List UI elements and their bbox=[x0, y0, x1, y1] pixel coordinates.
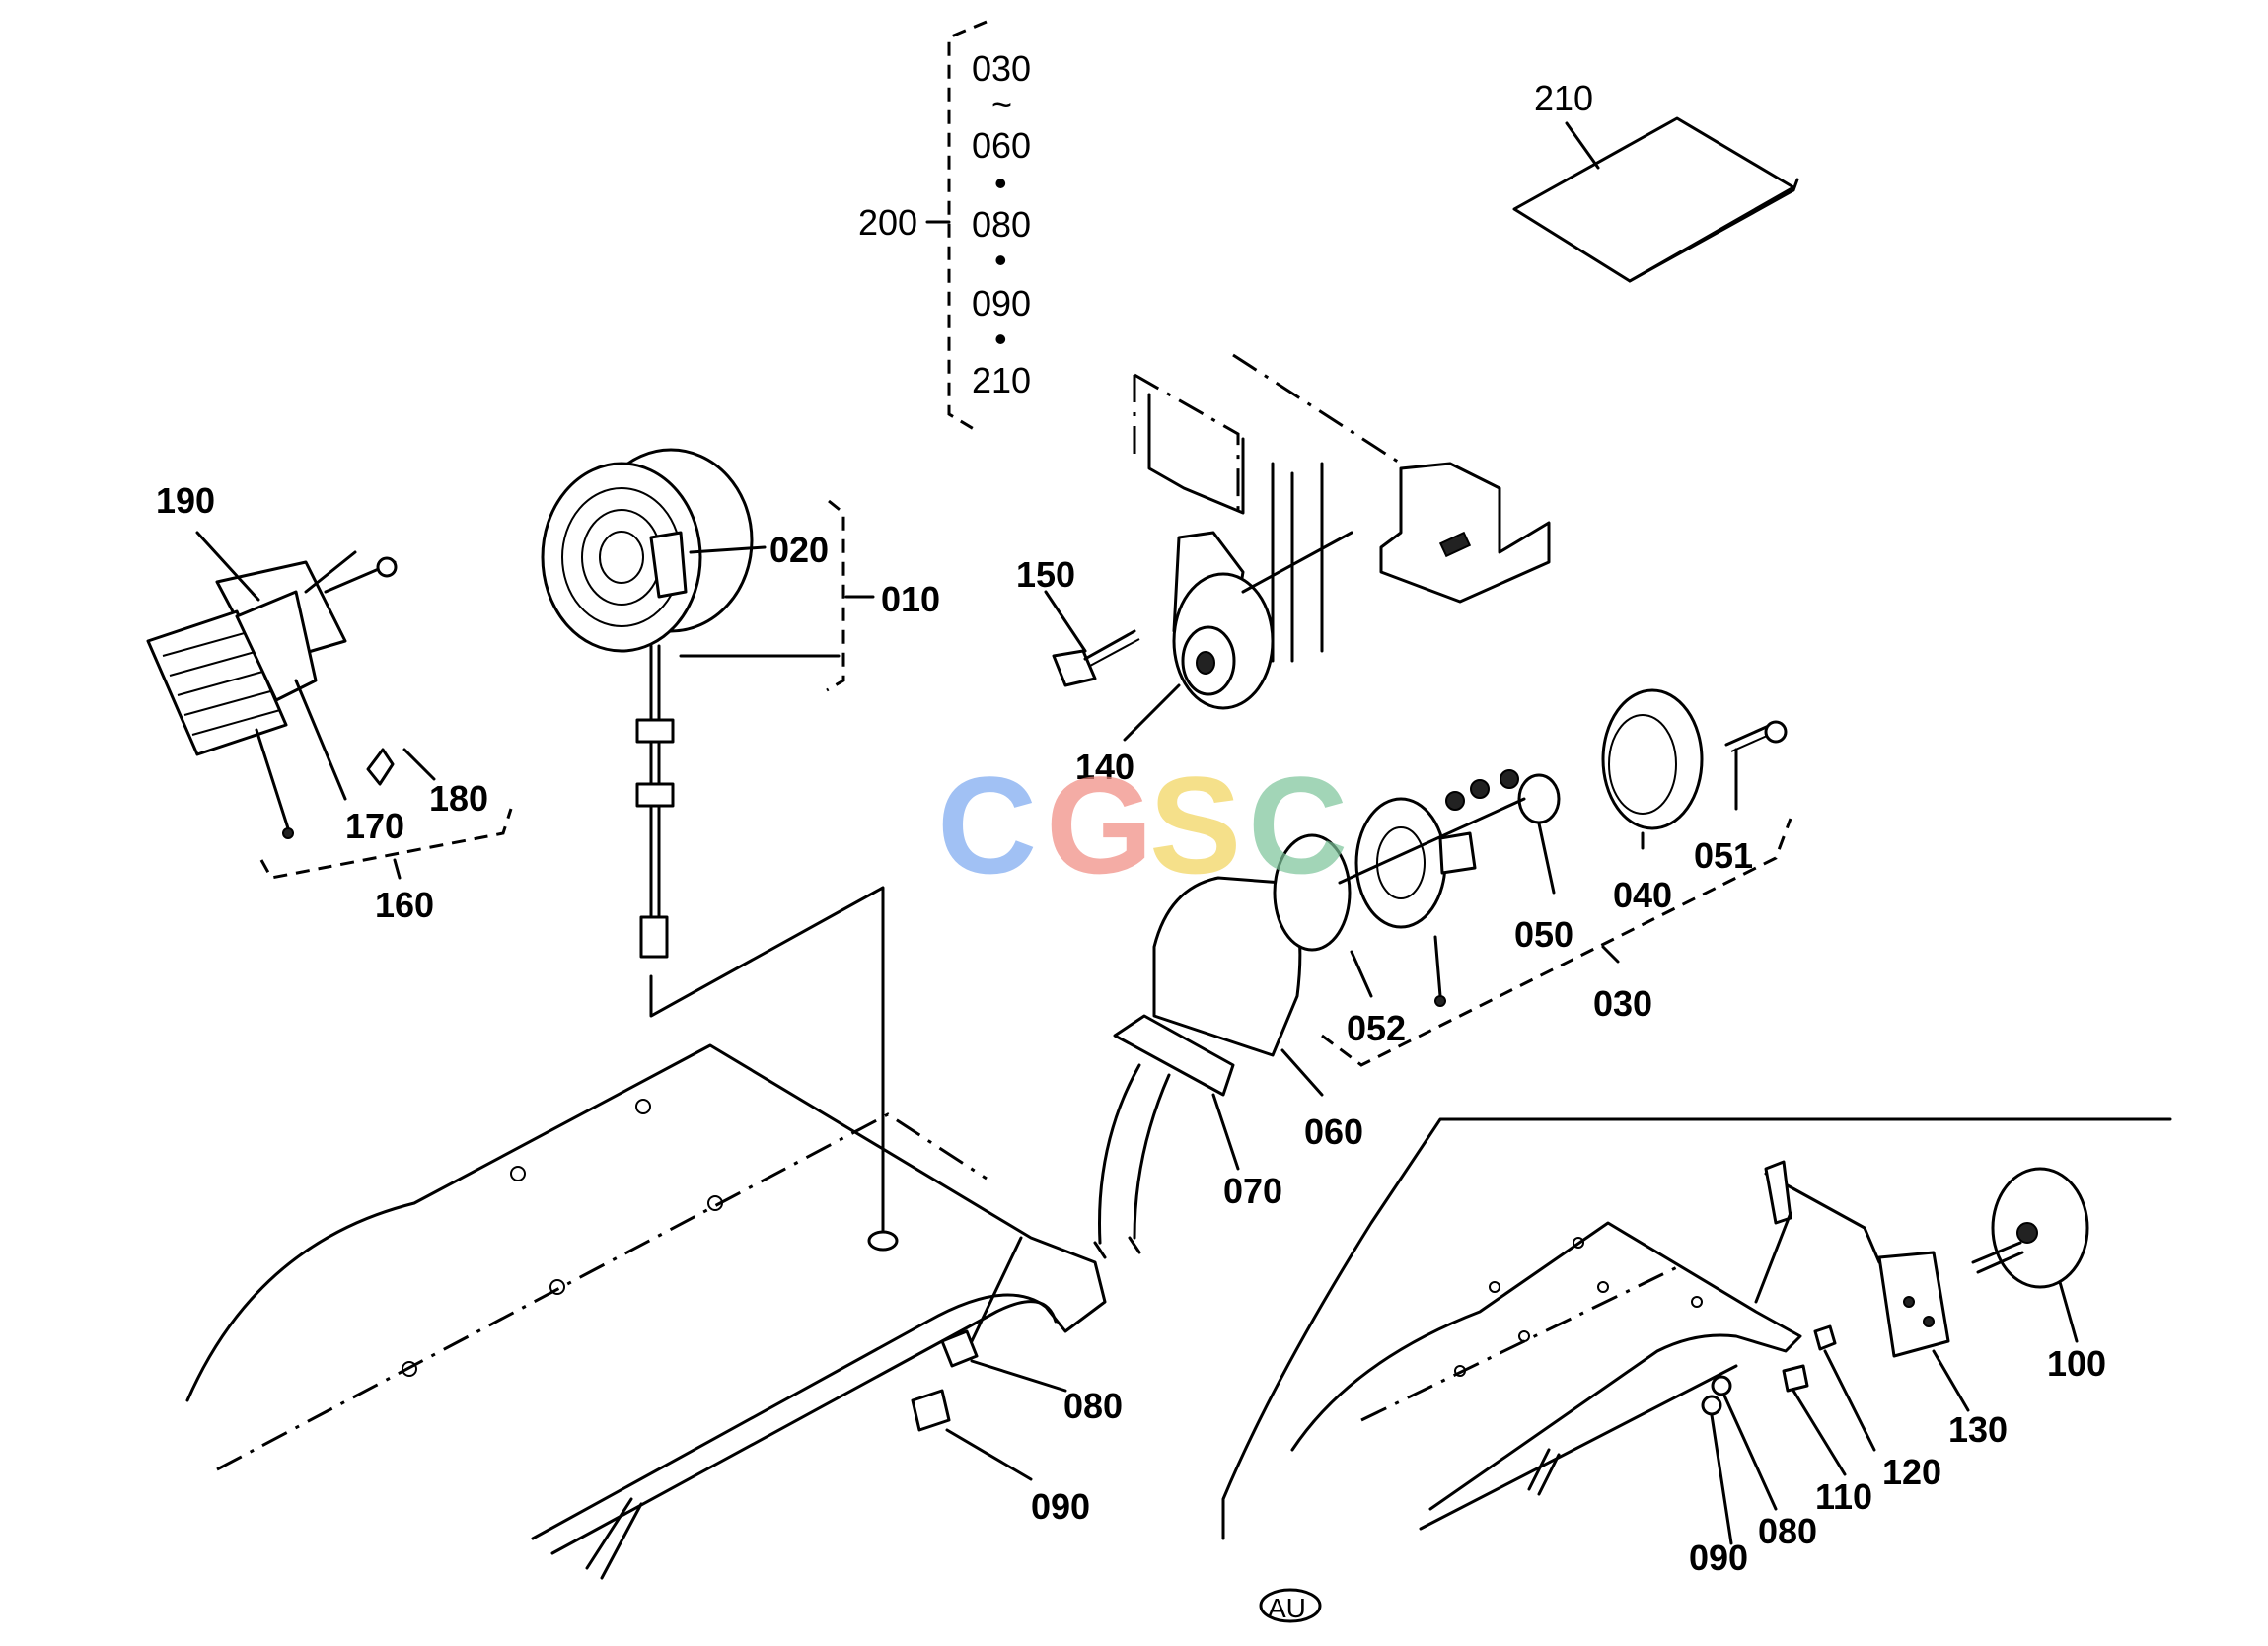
kit-member-label: 090 bbox=[972, 283, 1031, 323]
callout-080: 080 bbox=[1758, 1511, 1817, 1551]
callout-060: 060 bbox=[1304, 1111, 1363, 1152]
callout-052: 052 bbox=[1347, 1008, 1406, 1048]
callout-090: 090 bbox=[1031, 1486, 1090, 1527]
kit-member-label: 060 bbox=[972, 125, 1031, 166]
watermark-letter: S bbox=[1149, 748, 1241, 902]
watermark-letter: G bbox=[1046, 748, 1153, 902]
watermark-letter: C bbox=[1248, 748, 1348, 902]
part-070-plate: 070 bbox=[1093, 1014, 1282, 1259]
kit-separator: • bbox=[994, 240, 1007, 280]
callout-010: 010 bbox=[881, 579, 940, 619]
watermark-logo: C G S C bbox=[937, 748, 1348, 902]
watermark-letter: C bbox=[937, 748, 1037, 902]
callout-040: 040 bbox=[1613, 875, 1672, 915]
kit-group-label: 200 bbox=[858, 202, 917, 243]
callout-130: 130 bbox=[1948, 1409, 2008, 1450]
callout-050: 050 bbox=[1514, 914, 1573, 955]
fender-main: 080 090 bbox=[185, 1043, 1123, 1580]
part-160-lamp-assembly: 190 170 180 160 bbox=[146, 480, 513, 925]
callout-030: 030 bbox=[1593, 983, 1652, 1024]
callout-140: 140 bbox=[1075, 747, 1134, 787]
inset-au-variant: 100 130 120 110 080 090 AU bbox=[1221, 1117, 2172, 1623]
kit-member-label: 030 bbox=[972, 48, 1031, 89]
part-010-work-lamp: 020 010 bbox=[541, 448, 940, 1252]
callout-180: 180 bbox=[429, 778, 488, 819]
callout-070: 070 bbox=[1223, 1171, 1282, 1211]
callout-160: 160 bbox=[375, 885, 434, 925]
kit-member-label: 210 bbox=[972, 360, 1031, 400]
callout-170: 170 bbox=[345, 806, 404, 846]
callout-080: 080 bbox=[1063, 1386, 1123, 1426]
part-140-horn: 150 140 bbox=[1016, 353, 1551, 787]
callout-150: 150 bbox=[1016, 554, 1075, 595]
kit-separator: • bbox=[994, 319, 1007, 359]
callout-190: 190 bbox=[156, 480, 215, 521]
kit-range-mark: ~ bbox=[991, 84, 1012, 124]
part-030-rear-lamp: 052 050 040 051 030 060 bbox=[1152, 688, 1792, 1152]
callout-110: 110 bbox=[1815, 1476, 1872, 1517]
callout-210: 210 bbox=[1534, 78, 1593, 118]
region-mark: AU bbox=[1268, 1593, 1306, 1623]
kit-group-200: 200 030 ~ 060 • 080 • 090 • 210 bbox=[858, 20, 1031, 434]
callout-120: 120 bbox=[1882, 1452, 1941, 1492]
callout-100: 100 bbox=[2047, 1343, 2106, 1384]
kit-member-label: 080 bbox=[972, 204, 1031, 245]
callout-090: 090 bbox=[1689, 1538, 1748, 1578]
callout-020: 020 bbox=[769, 530, 829, 570]
callout-051: 051 bbox=[1694, 835, 1753, 876]
part-210-manual: 210 bbox=[1512, 78, 1799, 283]
kit-separator: • bbox=[994, 163, 1007, 203]
